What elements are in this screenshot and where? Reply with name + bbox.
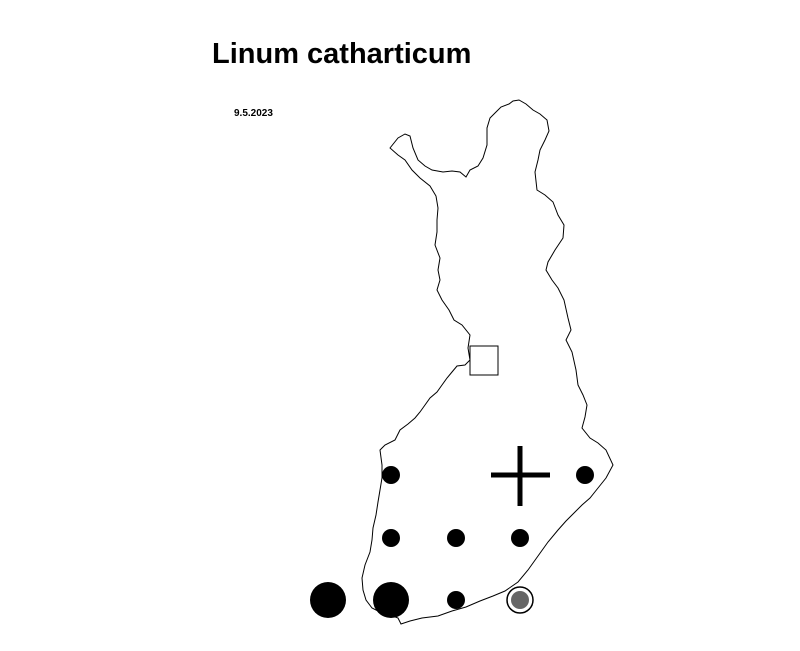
marker-dot-helsinki [447, 591, 465, 609]
marker-dot-tampere [447, 529, 465, 547]
marker-dot-turku [373, 582, 409, 618]
marker-dot-vaasa-south [382, 466, 400, 484]
marker-dot-kotka [506, 586, 534, 614]
marker-dot-mikkeli [511, 529, 529, 547]
marker-square-oulu [469, 345, 499, 376]
marker-dot-pori [382, 529, 400, 547]
marker-dot-joensuu [576, 466, 594, 484]
finland-outline [361, 99, 614, 625]
map-title: Linum catharticum [212, 38, 472, 70]
map-date: 9.5.2023 [234, 108, 273, 119]
marker-cross-kuopio [491, 446, 550, 506]
marker-dot-aland [310, 582, 346, 618]
